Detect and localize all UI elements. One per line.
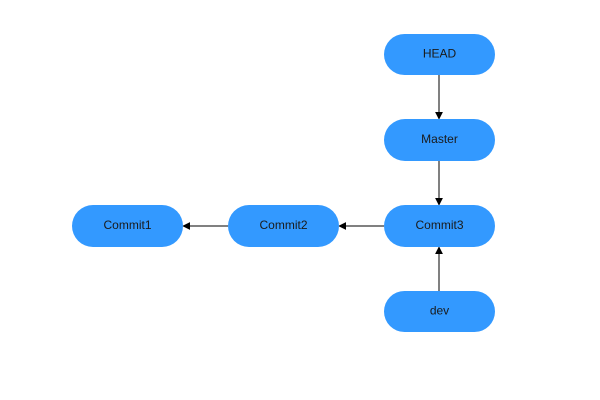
node-dev-shape xyxy=(384,291,495,332)
node-dev[interactable]: dev xyxy=(384,291,495,332)
node-commit3-label: Commit3 xyxy=(415,218,463,232)
node-commit1-label: Commit1 xyxy=(103,218,151,232)
node-commit2[interactable]: Commit2 xyxy=(228,205,339,247)
edges xyxy=(182,75,443,291)
node-head-shape xyxy=(384,34,495,75)
node-commit3[interactable]: Commit3 xyxy=(384,205,495,247)
node-dev-label: dev xyxy=(430,304,449,318)
node-master-shape xyxy=(384,119,495,161)
node-head[interactable]: HEAD xyxy=(384,34,495,75)
node-commit1[interactable]: Commit1 xyxy=(72,205,183,247)
node-commit1-shape xyxy=(72,205,183,247)
node-master-label: Master xyxy=(421,132,458,146)
node-master[interactable]: Master xyxy=(384,119,495,161)
node-commit2-label: Commit2 xyxy=(259,218,307,232)
node-commit3-shape xyxy=(384,205,495,247)
node-head-label: HEAD xyxy=(423,47,457,61)
node-commit2-shape xyxy=(228,205,339,247)
